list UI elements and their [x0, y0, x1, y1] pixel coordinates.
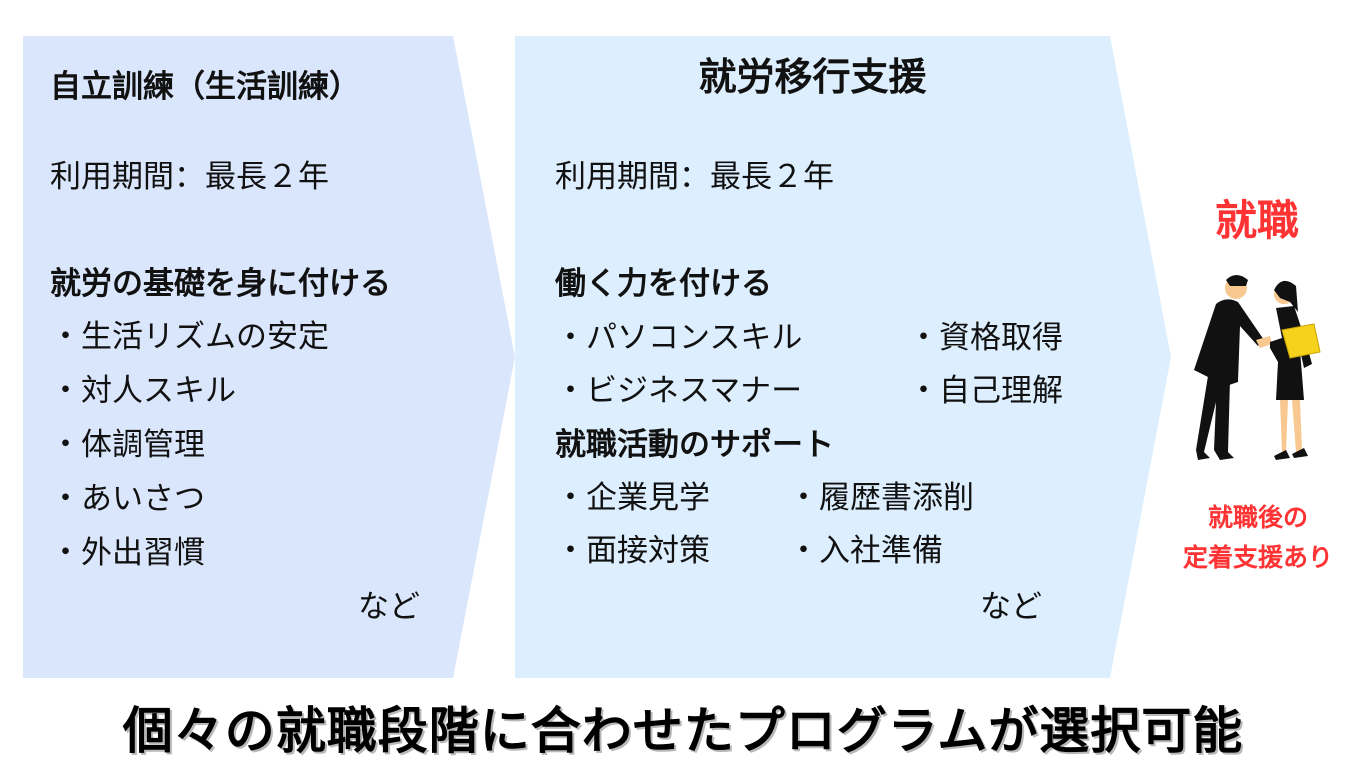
retention-support-line1: 就職後の — [1207, 503, 1308, 532]
middle-panel-period: 利用期間：最長２年 — [555, 159, 834, 195]
middle-panel-etc: など — [980, 589, 1042, 625]
left-panel-subheading: 就労の基礎を身に付ける — [50, 266, 391, 302]
retention-support-line2: 定着支援あり — [1182, 543, 1333, 572]
left-list-item: ・生活リズムの安定 — [50, 319, 329, 355]
middle-list-item: ・履歴書添削 — [788, 480, 974, 516]
middle-list-item: ・面接対策 — [555, 533, 710, 569]
middle-list-item: ・入社準備 — [788, 533, 943, 569]
middle-list-item: ・企業見学 — [555, 480, 710, 516]
middle-list-item: ・自己理解 — [908, 373, 1063, 409]
left-panel-etc: など — [358, 589, 420, 625]
middle-list-item: ・資格取得 — [908, 320, 1063, 356]
middle-section2-subheading: 就職活動のサポート — [555, 427, 834, 463]
middle-panel-title: 就労移行支援 — [698, 55, 927, 99]
left-panel-period: 利用期間：最長２年 — [50, 159, 329, 195]
handshake-illustration-icon — [1194, 275, 1321, 460]
left-list-item: ・対人スキル — [50, 373, 236, 409]
left-panel-title: 自立訓練（生活訓練） — [50, 69, 360, 105]
middle-section1-subheading: 働く力を付ける — [555, 266, 772, 302]
employment-title: 就職 — [1214, 196, 1299, 245]
left-list-item: ・外出習慣 — [50, 535, 205, 571]
left-chevron-panel — [23, 36, 515, 678]
middle-list-item: ・パソコンスキル — [555, 320, 803, 356]
left-list-item: ・あいさつ — [50, 481, 205, 517]
bottom-banner: 個々の就職段階に合わせたプログラムが選択可能 — [122, 702, 1244, 760]
middle-list-item: ・ビジネスマナー — [555, 373, 803, 409]
left-list-item: ・体調管理 — [50, 427, 205, 463]
middle-chevron-panel — [515, 36, 1171, 678]
